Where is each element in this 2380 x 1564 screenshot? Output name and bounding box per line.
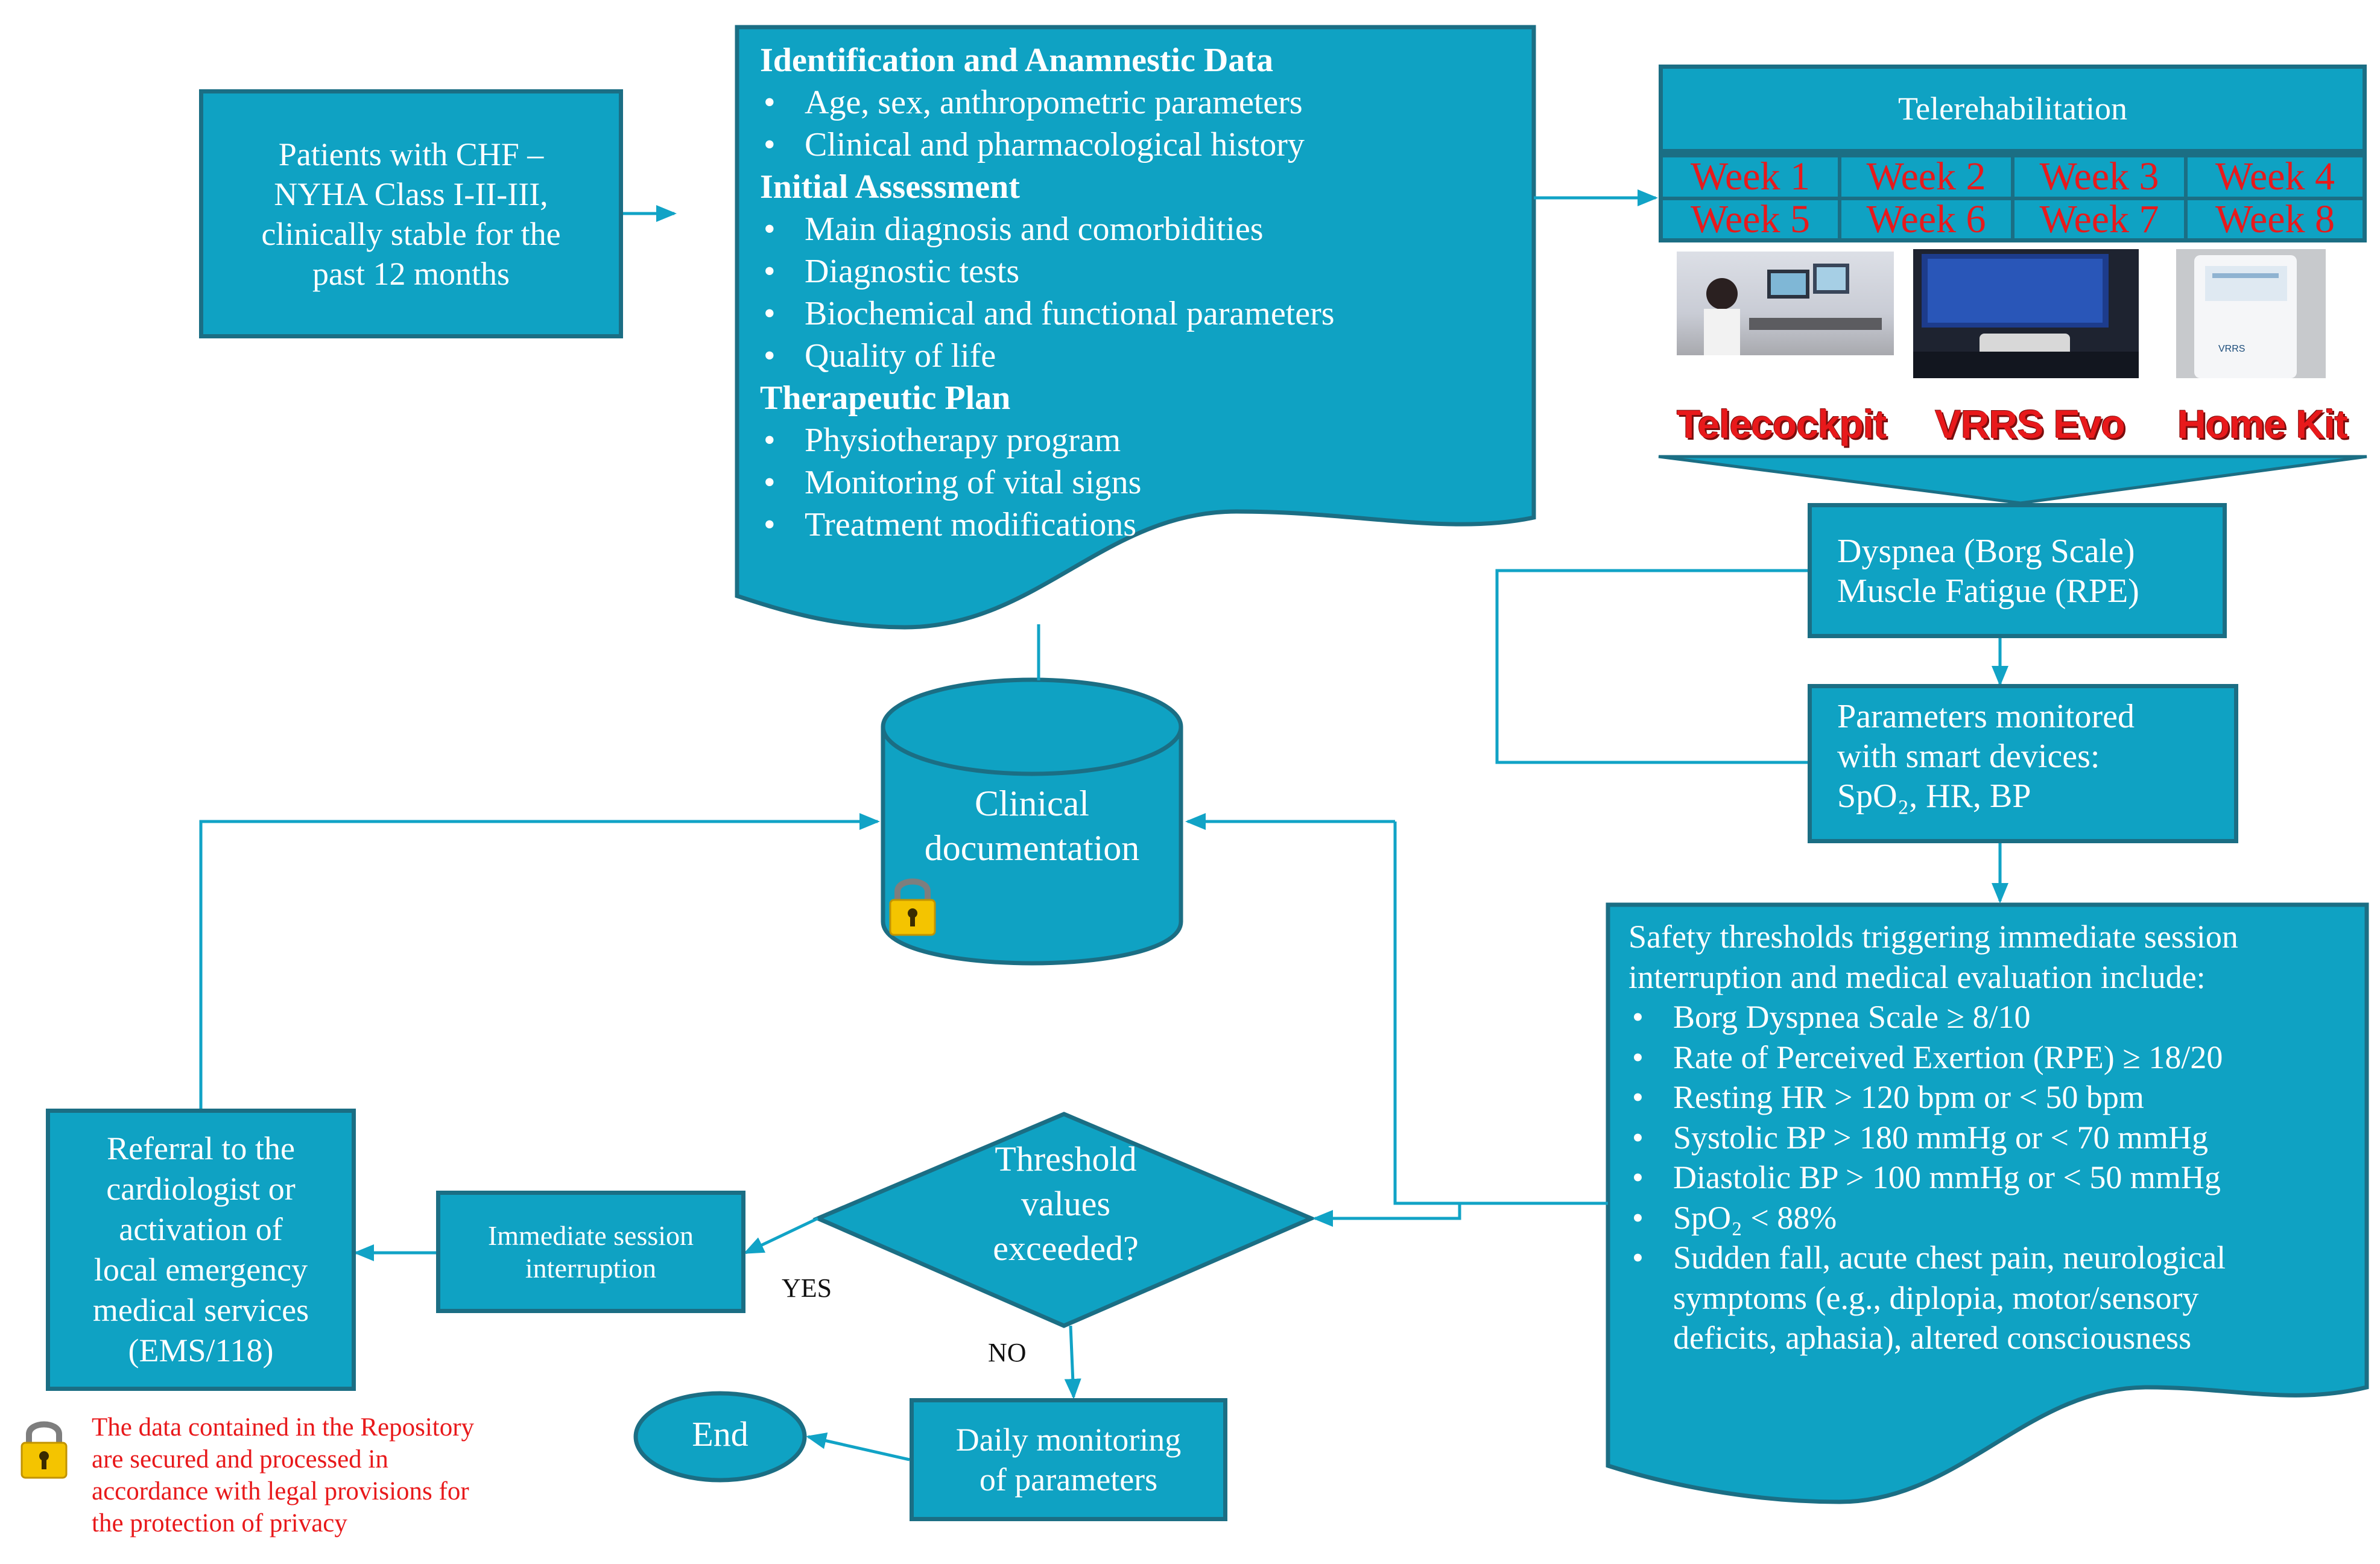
decision-label: Threshold values exceeded? [917, 1137, 1215, 1271]
week-cell: Week 8 [2215, 197, 2335, 241]
parameters-box: Parameters monitored with smart devices:… [1808, 684, 2238, 843]
dyspnea-line-2: Muscle Fatigue (RPE) [1837, 572, 2139, 610]
list-item-line: Sudden fall, acute chest pain, neurologi… [1673, 1239, 2226, 1276]
list-item: Treatment modifications [760, 504, 1526, 546]
clinical-documentation-label: Clinical documentation [883, 781, 1181, 870]
privacy-lock-icon [21, 1421, 68, 1479]
clinical-line-2: documentation [924, 828, 1140, 868]
section-title-identification: Identification and Anamnestic Data [760, 42, 1273, 79]
section-title-therapeutic-plan: Therapeutic Plan [760, 379, 1011, 417]
decision-line-3: exceeded? [993, 1229, 1139, 1268]
week-cell: Week 1 [1690, 154, 1811, 198]
safety-thresholds-text: Safety thresholds triggering immediate s… [1628, 917, 2361, 1358]
patients-line-1: Patients with CHF – [278, 136, 544, 173]
referral-line-4: local emergency [93, 1252, 308, 1288]
daily-monitoring-box: Daily monitoring of parameters [910, 1398, 1227, 1521]
assessment-document-text: Identification and Anamnestic Data Age, … [760, 39, 1526, 546]
telecockpit-photo [1677, 252, 1894, 355]
referral-line-6: (EMS/118) [128, 1332, 274, 1369]
list-item: Systolic BP > 180 mmHg or < 70 mmHg [1628, 1118, 2361, 1158]
telerehab-header: Telerehabilitation [1659, 65, 2367, 153]
interruption-box: Immediate session interruption [436, 1191, 745, 1313]
device-label-home-kit: Home Kit [2177, 402, 2348, 446]
device-label-telecockpit: Telecockpit [1677, 402, 1887, 446]
parameters-line-1: Parameters monitored [1837, 698, 2135, 735]
telerehab-title: Telerehabilitation [1897, 90, 2128, 127]
clinical-line-1: Clinical [975, 784, 1089, 823]
safety-threshold-list: Borg Dyspnea Scale ≥ 8/10 Rate of Percei… [1628, 997, 2361, 1358]
privacy-line-4: the protection of privacy [92, 1509, 347, 1537]
device-label-vrrs-evo: VRRS Evo [1935, 402, 2125, 446]
home-kit-photo: VRRS [2176, 249, 2326, 378]
week-grid: Week 1 Week 2 Week 3 Week 4 Week 5 Week … [1659, 153, 2367, 242]
section-title-initial-assessment: Initial Assessment [760, 168, 1020, 206]
list-item: Main diagnosis and comorbidities [760, 208, 1526, 250]
dyspnea-line-1: Dyspnea (Borg Scale) [1837, 533, 2135, 570]
home-kit-screen-text: VRRS [2218, 344, 2245, 354]
funnel-triangle [1658, 455, 2367, 505]
patients-box: Patients with CHF – NYHA Class I-II-III,… [199, 89, 623, 338]
list-item-line: deficits, aphasia), altered consciousnes… [1673, 1320, 2192, 1356]
list-item: Sudden fall, acute chest pain, neurologi… [1628, 1238, 2361, 1358]
list-item: Age, sex, anthropometric parameters [760, 81, 1526, 124]
no-label: NO [988, 1338, 1027, 1367]
decision-line-2: values [1021, 1184, 1111, 1223]
privacy-line-3: accordance with legal provisions for [92, 1477, 469, 1505]
week-cell: Week 4 [2215, 154, 2335, 198]
yes-label: YES [782, 1273, 832, 1303]
daily-line-1: Daily monitoring [955, 1422, 1182, 1458]
parameters-line-2: with smart devices: [1837, 738, 2100, 775]
list-item: Biochemical and functional parameters [760, 293, 1526, 335]
list-item-line: symptoms (e.g., diplopia, motor/sensory [1673, 1279, 2199, 1316]
referral-line-3: activation of [119, 1211, 283, 1247]
week-cell: Week 7 [2039, 197, 2159, 241]
therapeutic-plan-list: Physiotherapy program Monitoring of vita… [760, 419, 1526, 546]
decision-line-1: Threshold [995, 1139, 1137, 1179]
list-item: Diastolic BP > 100 mmHg or < 50 mmHg [1628, 1157, 2361, 1198]
list-item: Monitoring of vital signs [760, 461, 1526, 504]
referral-box: Referral to the cardiologist or activati… [46, 1109, 356, 1391]
list-item: SpO₂ < 88% [1628, 1198, 2361, 1238]
safety-intro-2: interruption and medical evaluation incl… [1628, 958, 2206, 995]
safety-intro-1: Safety thresholds triggering immediate s… [1628, 919, 2238, 955]
referral-line-5: medical services [92, 1292, 309, 1328]
list-item: Resting HR > 120 bpm or < 50 bpm [1628, 1077, 2361, 1118]
list-item: Borg Dyspnea Scale ≥ 8/10 [1628, 997, 2361, 1037]
connectors [199, 189, 2008, 1461]
daily-line-2: of parameters [979, 1461, 1158, 1498]
list-item: Physiotherapy program [760, 419, 1526, 461]
end-terminator [633, 1391, 807, 1483]
vrrs-evo-photo [1913, 249, 2139, 378]
parameters-line-3: SpO₂, HR, BP [1837, 777, 2031, 815]
privacy-line-2: are secured and processed in [92, 1445, 388, 1474]
list-item: Diagnostic tests [760, 250, 1526, 293]
lock-icon [889, 878, 936, 936]
patients-line-2: NYHA Class I-II-III, [274, 176, 548, 212]
list-item: Rate of Perceived Exertion (RPE) ≥ 18/20 [1628, 1037, 2361, 1078]
privacy-note: The data contained in the Repository are… [92, 1411, 574, 1539]
week-cell: Week 3 [2039, 154, 2159, 198]
end-label: End [692, 1414, 748, 1454]
identification-list: Age, sex, anthropometric parameters Clin… [760, 81, 1526, 166]
decision-diamond [812, 1112, 1317, 1328]
week-cell: Week 6 [1866, 197, 1986, 241]
patients-line-3: clinically stable for the [261, 215, 561, 252]
referral-line-1: Referral to the [107, 1130, 295, 1167]
database-cylinder [881, 677, 1183, 966]
patients-line-4: past 12 months [312, 255, 510, 292]
initial-assessment-list: Main diagnosis and comorbidities Diagnos… [760, 208, 1526, 377]
referral-line-2: cardiologist or [106, 1171, 296, 1207]
week-cell: Week 5 [1690, 197, 1811, 241]
dyspnea-box: Dyspnea (Borg Scale) Muscle Fatigue (RPE… [1808, 503, 2227, 638]
privacy-line-1: The data contained in the Repository [92, 1413, 475, 1442]
list-item: Quality of life [760, 335, 1526, 377]
week-cell: Week 2 [1866, 154, 1986, 198]
interruption-line-1: Immediate session [487, 1220, 694, 1251]
list-item: Clinical and pharmacological history [760, 124, 1526, 166]
interruption-line-2: interruption [525, 1252, 657, 1284]
